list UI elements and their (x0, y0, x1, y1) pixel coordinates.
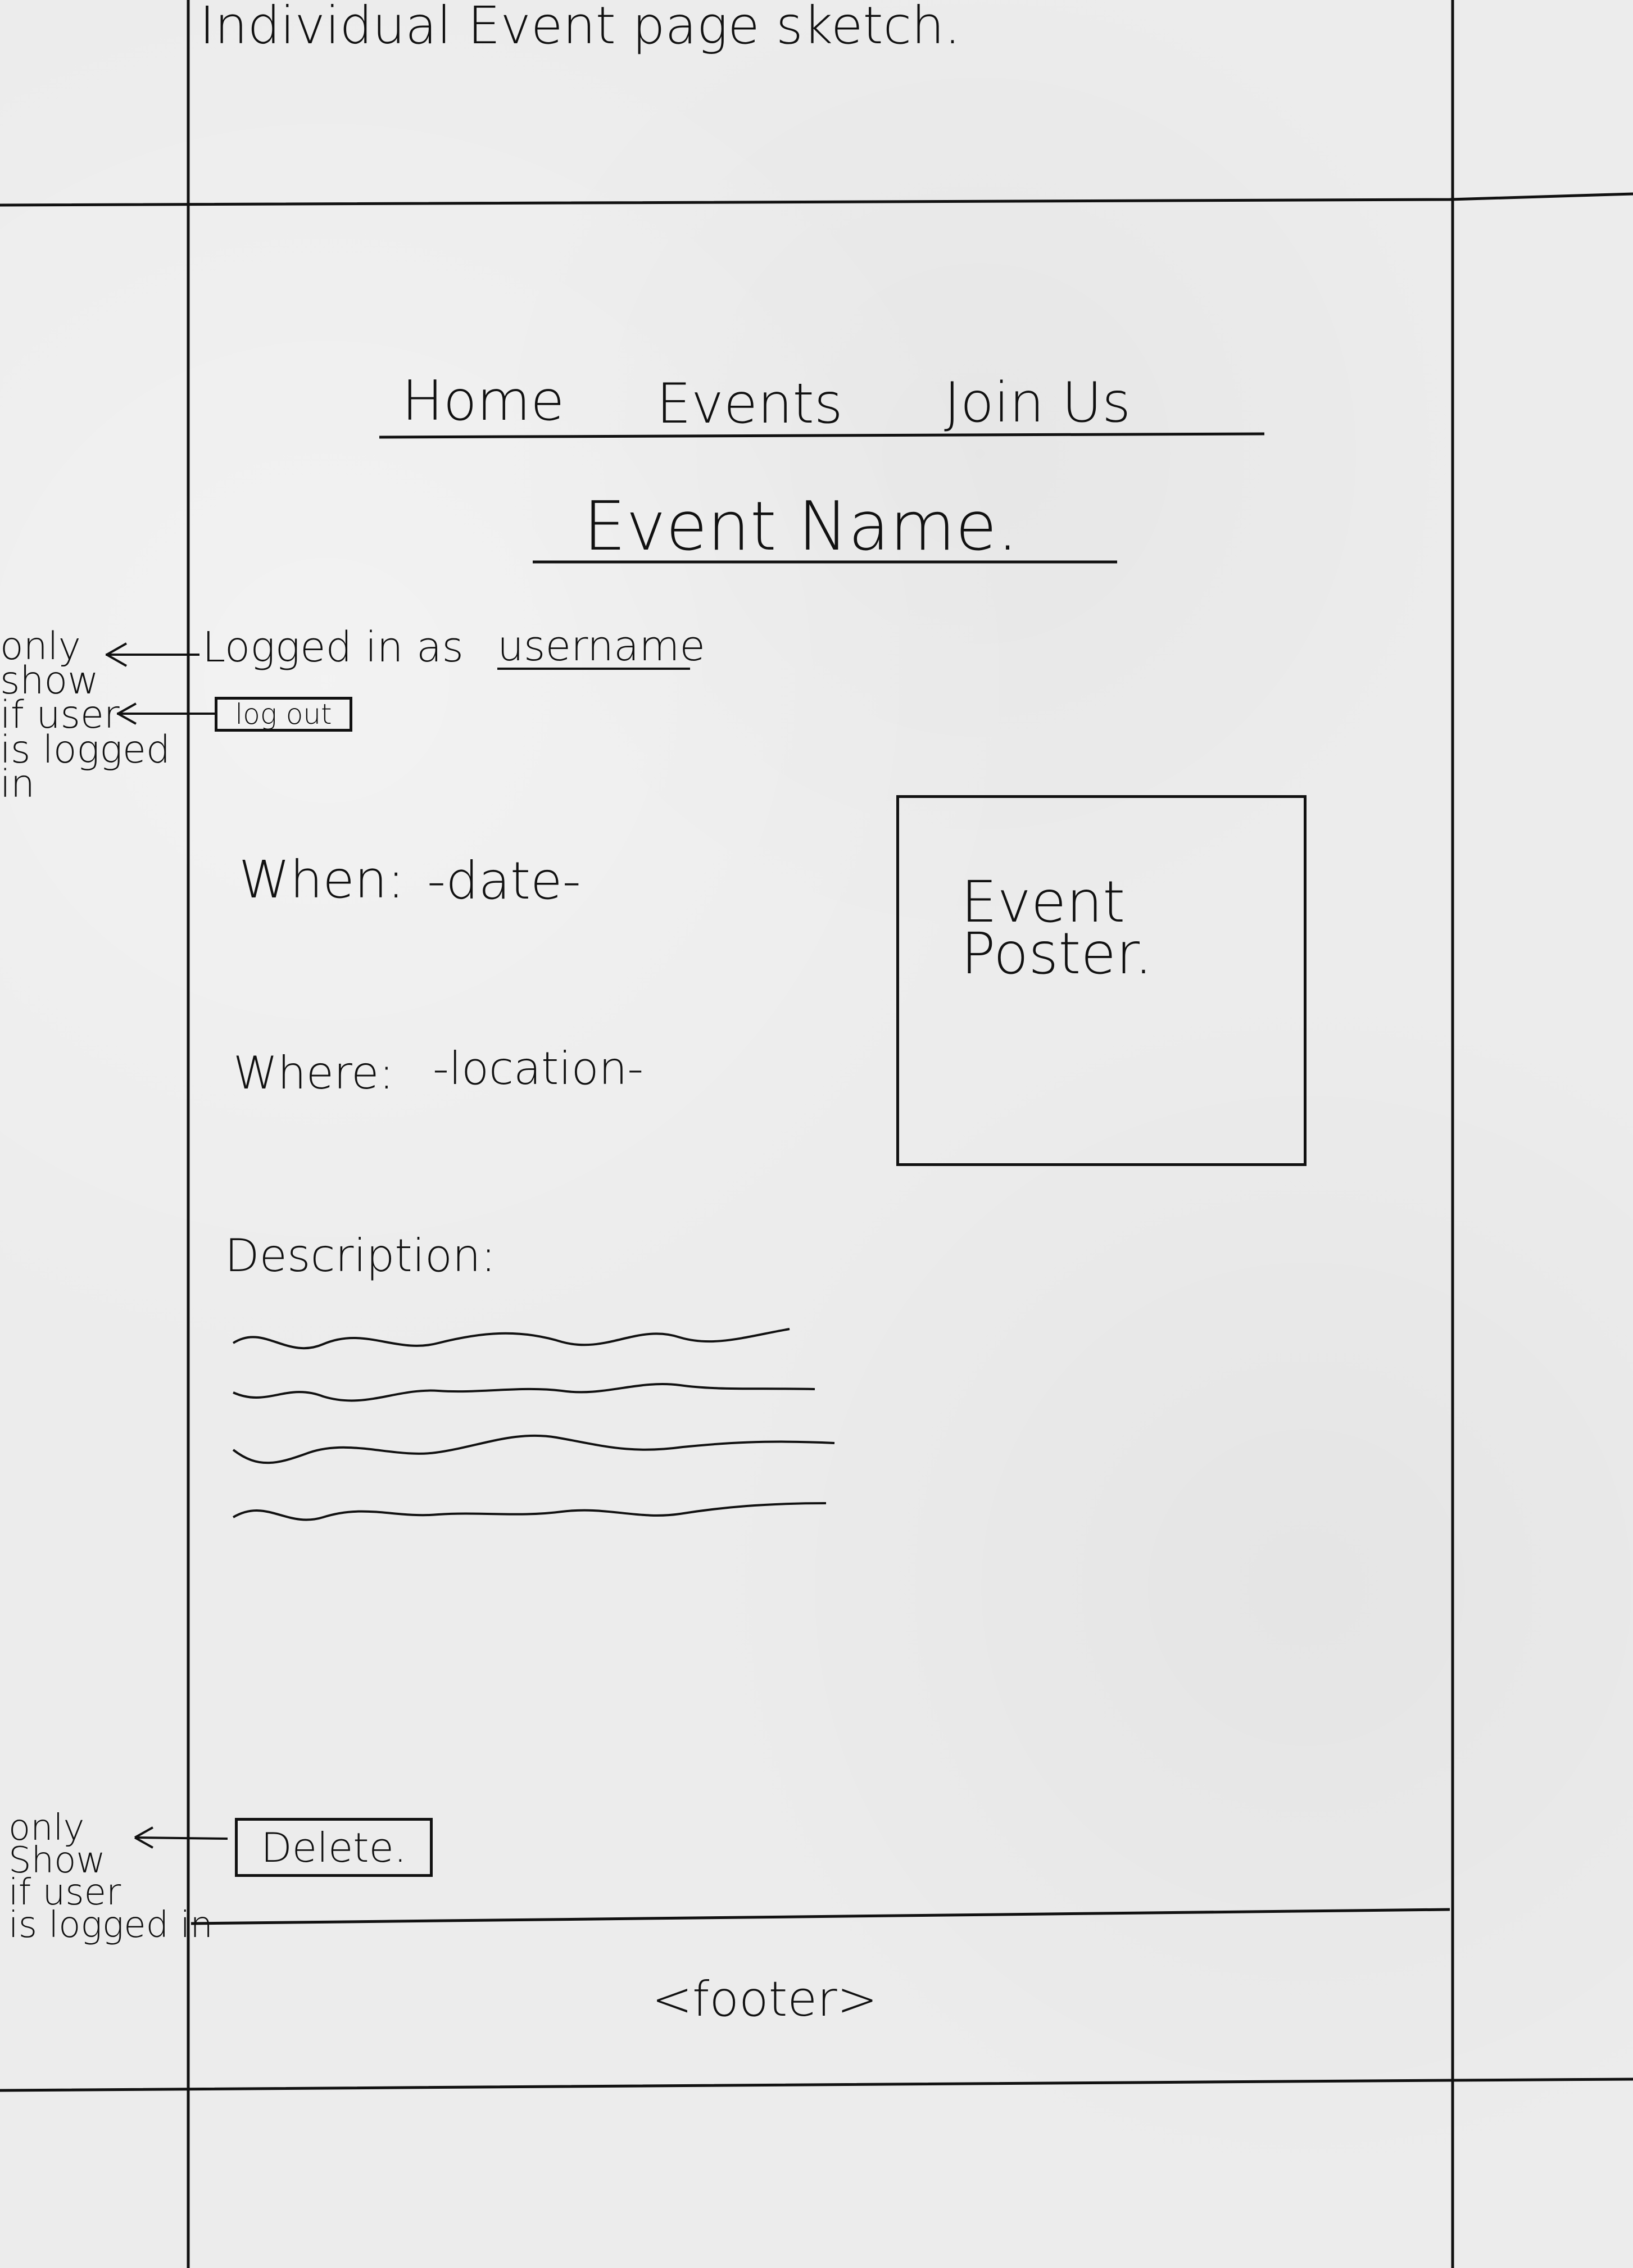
delete-arrow-line (134, 1836, 228, 1840)
nav-home[interactable]: Home (402, 369, 565, 433)
description-scribble-1 (232, 1328, 790, 1350)
event-poster-placeholder (896, 795, 1307, 1166)
description-scribble-2 (233, 1382, 815, 1402)
bottom-page-divider (0, 2078, 1633, 2092)
where-label: Where: (233, 1047, 394, 1099)
nav-underline (379, 432, 1265, 439)
event-poster-label: Event Poster. (961, 869, 1153, 987)
nav-join-us[interactable]: Join Us (944, 371, 1131, 435)
delete-arrow-head (134, 1826, 153, 1849)
event-name: Event Name. (583, 488, 1019, 566)
description-scribble-4 (232, 1502, 827, 1521)
logged-in-label: Logged in as (202, 623, 464, 672)
logout-button[interactable]: log out (215, 697, 352, 732)
login-visibility-note: only show if user is logged in (0, 624, 171, 806)
when-label: When: (239, 850, 405, 910)
delete-button[interactable]: Delete. (235, 1818, 433, 1877)
header-divider-line (0, 192, 1633, 207)
page-title: Individual Event page sketch. (199, 0, 961, 56)
logout-arrow-head (117, 702, 137, 725)
nav-events[interactable]: Events (656, 372, 843, 436)
event-location: -location- (433, 1042, 644, 1095)
username-link[interactable]: username (497, 622, 705, 670)
event-date: -date- (427, 851, 581, 911)
description-label: Description: (225, 1230, 496, 1282)
login-arrow-head (106, 642, 127, 667)
delete-visibility-note: only Show if user is logged in (8, 1807, 213, 1946)
content-footer-divider (190, 1908, 1450, 1925)
description-scribble-3 (232, 1434, 835, 1464)
footer-placeholder: <footer> (652, 1971, 878, 2027)
